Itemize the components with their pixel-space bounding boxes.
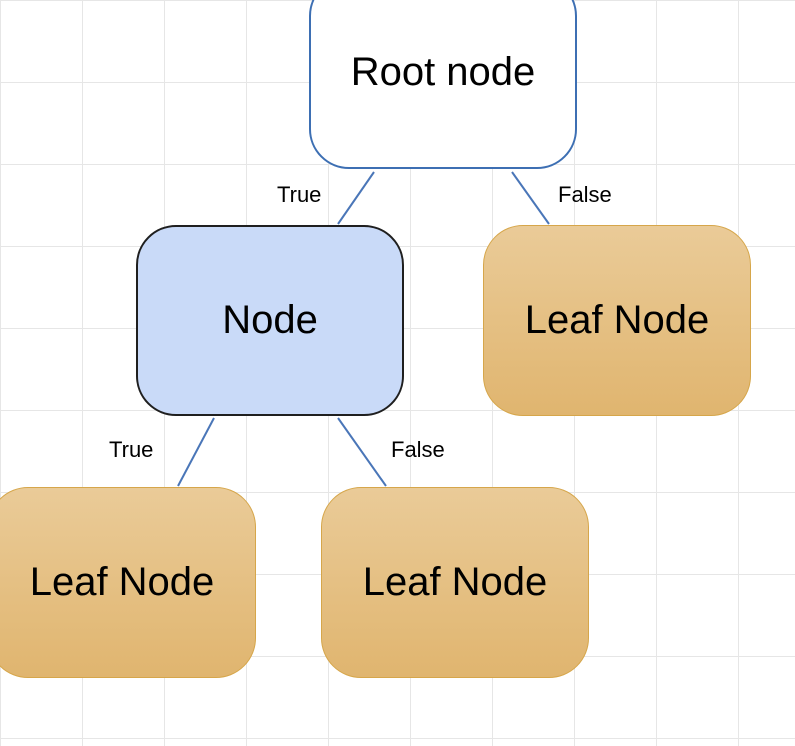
edge-label-node-false: False bbox=[391, 437, 445, 462]
edge-node-to-leaf-left bbox=[177, 417, 215, 487]
leaf-node-right-label: Leaf Node bbox=[524, 298, 710, 342]
decision-node-label: Node bbox=[222, 298, 318, 342]
edge-label-root-false: False bbox=[558, 182, 612, 207]
leaf-node-bottom-middle-label: Leaf Node bbox=[362, 560, 548, 604]
edge-root-to-leaf bbox=[511, 171, 550, 225]
edge-label-root-true: True bbox=[277, 182, 322, 207]
decision-node: Node bbox=[136, 225, 404, 416]
leaf-node-right: Leaf Node bbox=[483, 225, 751, 416]
leaf-node-bottom-left: Leaf Node bbox=[0, 487, 256, 678]
edge-node-to-leaf-right bbox=[337, 417, 387, 487]
leaf-node-bottom-middle: Leaf Node bbox=[321, 487, 589, 678]
root-node-label: Root node bbox=[350, 50, 536, 94]
leaf-node-bottom-left-label: Leaf Node bbox=[29, 560, 215, 604]
edge-root-to-node bbox=[337, 171, 375, 225]
root-node: Root node bbox=[309, 0, 577, 169]
edge-label-node-true: True bbox=[109, 437, 154, 462]
